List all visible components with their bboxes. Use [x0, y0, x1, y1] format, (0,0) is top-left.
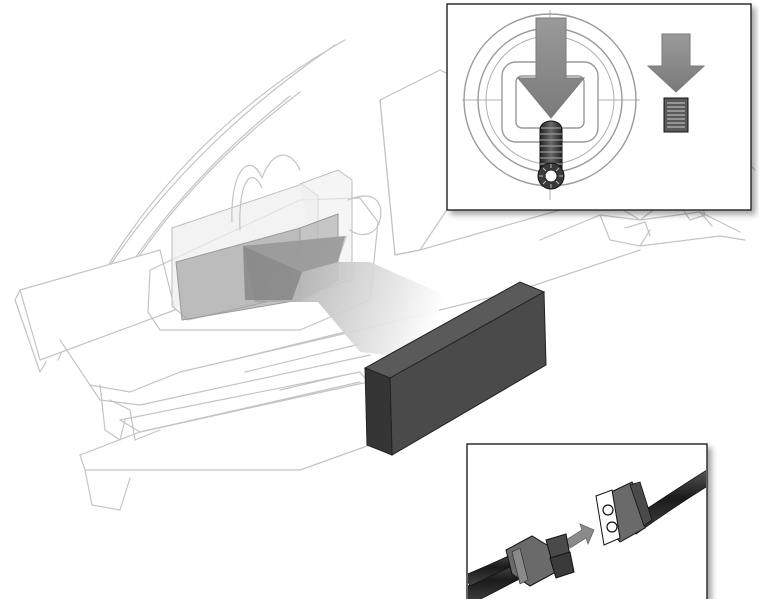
receiver-plug-icon [537, 120, 565, 190]
plug-inset [446, 3, 752, 211]
plug-inset-content [462, 10, 706, 200]
female-connector-icon [595, 481, 653, 546]
down-arrow-icon [516, 17, 586, 119]
aircraft-outline [14, 39, 756, 511]
connector-inset-content [468, 470, 706, 599]
small-down-arrow-icon [646, 33, 706, 93]
bind-plug-icon [663, 97, 689, 133]
right-arrow-icon [565, 523, 595, 549]
battery-pack [363, 281, 547, 456]
insert-arrow-icon [243, 236, 442, 360]
male-connector-icon [505, 533, 575, 587]
